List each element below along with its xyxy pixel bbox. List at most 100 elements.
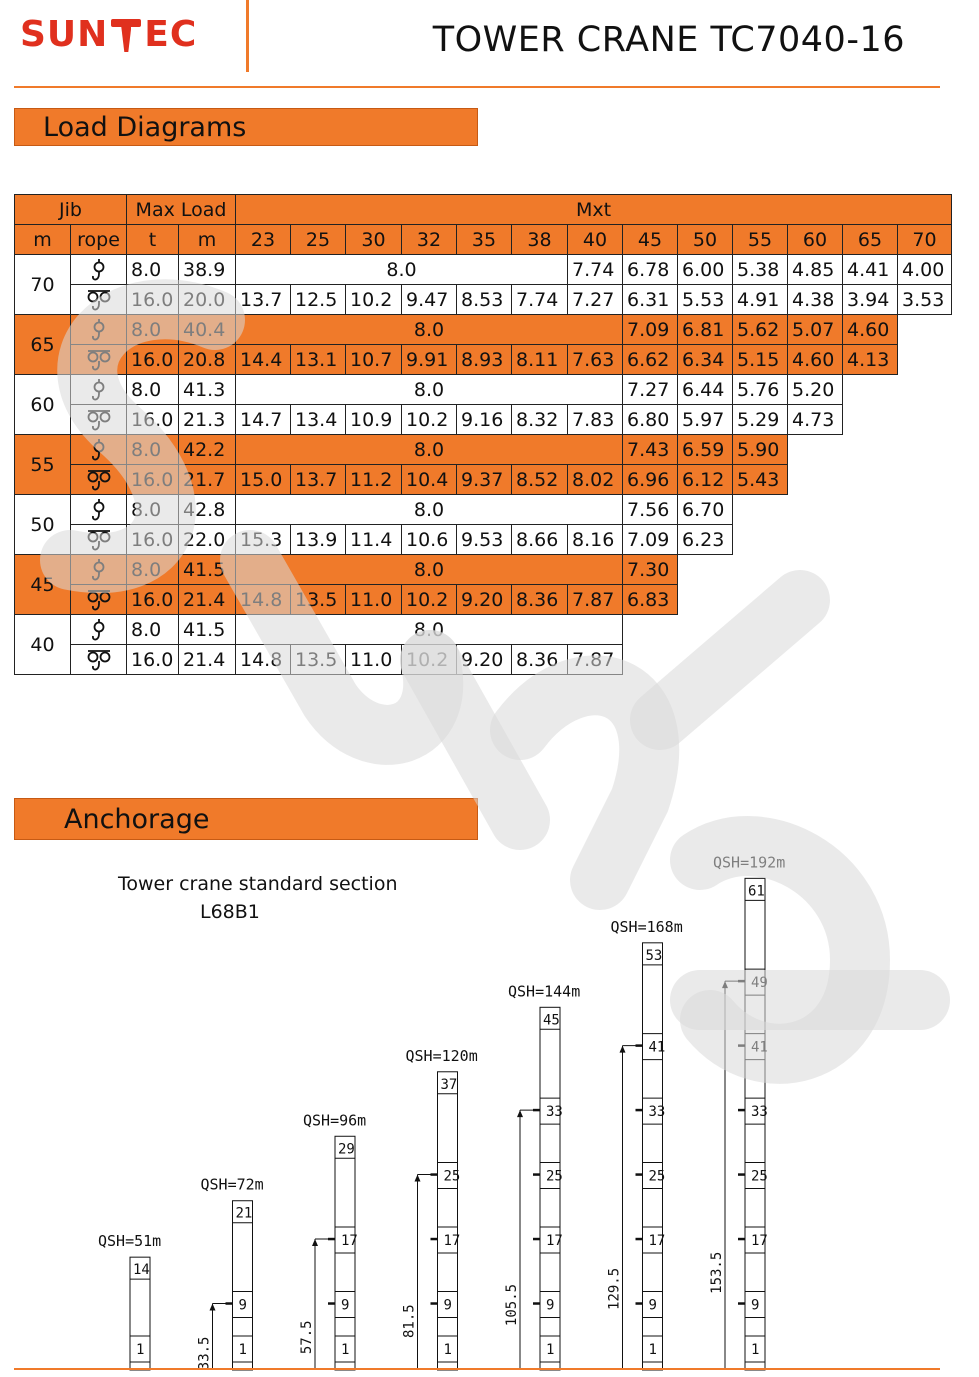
subheader-radius-value: 32 (401, 224, 457, 255)
max-load-m-cell: 21.7 (178, 464, 236, 495)
load-value-cell: 6.78 (622, 254, 678, 285)
jib-length-cell: 60 (14, 374, 71, 435)
max-load-m-cell: 41.5 (178, 554, 236, 585)
load-value-cell: 14.4 (235, 344, 291, 375)
load-value-cell: 5.76 (732, 374, 788, 405)
tower-height-label: QSH=51m (98, 1232, 161, 1250)
load-value-cell: 3.94 (842, 284, 898, 315)
load-value-cell: 6.00 (677, 254, 733, 285)
section-number: 25 (444, 1169, 461, 1185)
dimension-arrow (312, 1239, 318, 1247)
max-load-m-cell: 42.2 (178, 434, 236, 465)
load-value-cell: 4.13 (842, 344, 898, 375)
max-load-m-cell: 20.0 (178, 284, 236, 315)
rope-cell (70, 524, 127, 555)
tower-top-section-number: 53 (646, 948, 663, 964)
empty-cell (898, 345, 952, 375)
section-number: 9 (341, 1298, 349, 1314)
anchor-height-value: 57.5 (299, 1320, 315, 1354)
header-max-load: Max Load (126, 194, 236, 225)
anchorage-diagram: 14QSH=51m121QSH=72m1933.529QSH=96m191757… (98, 853, 785, 1371)
load-value-cell: 13.1 (290, 344, 346, 375)
load-value-cell: 5.90 (732, 434, 788, 465)
header-rule (14, 86, 940, 88)
load-value-cell: 14.8 (235, 644, 291, 675)
load-value-cell: 4.38 (787, 284, 843, 315)
dimension-arrow (722, 981, 728, 989)
max-load-t-cell: 16.0 (126, 464, 179, 495)
load-value-cell: 7.43 (622, 434, 678, 465)
tower-height-label: QSH=96m (303, 1111, 366, 1129)
section-heading-load-diagrams: Load Diagrams (14, 108, 478, 146)
logo-t-mark-icon (111, 16, 142, 52)
load-value-cell: 5.38 (732, 254, 788, 285)
standard-section-title: Tower crane standard section (118, 873, 398, 895)
load-value-cell: 6.70 (677, 494, 733, 525)
subheader-radius-value: 50 (677, 224, 733, 255)
constant-load-cell: 8.0 (235, 434, 623, 465)
section-number: 1 (341, 1342, 349, 1358)
load-value-cell: 8.36 (511, 644, 568, 675)
rope-cell (70, 644, 127, 675)
rope-cell (70, 404, 127, 435)
load-value-cell: 11.4 (345, 524, 402, 555)
tower-top-section-number: 14 (133, 1262, 150, 1278)
load-value-cell: 10.6 (401, 524, 457, 555)
load-value-cell: 6.80 (622, 404, 678, 435)
max-load-m-cell: 21.3 (178, 404, 236, 435)
load-value-cell: 11.0 (345, 644, 402, 675)
max-load-t-cell: 8.0 (126, 434, 179, 465)
max-load-m-cell: 41.3 (178, 374, 236, 405)
constant-load-cell: 8.0 (235, 254, 568, 285)
rope-cell (70, 314, 127, 345)
max-load-t-cell: 16.0 (126, 644, 179, 675)
load-value-cell: 5.20 (787, 374, 843, 405)
tower-top-section-number: 21 (236, 1206, 253, 1222)
section-number: 17 (341, 1233, 358, 1249)
load-value-cell: 10.7 (345, 344, 402, 375)
section-number: 9 (444, 1298, 452, 1314)
load-value-cell: 13.4 (290, 404, 346, 435)
tower-height-label: QSH=192m (713, 853, 785, 871)
load-value-cell: 7.27 (622, 374, 678, 405)
logo-text-left: SUN (20, 13, 109, 55)
load-value-cell: 4.41 (842, 254, 898, 285)
max-load-m-cell: 38.9 (178, 254, 236, 285)
empty-cell (678, 555, 952, 585)
section-number: 25 (649, 1169, 666, 1185)
load-value-cell: 13.7 (235, 284, 291, 315)
double-fall-hook-icon (87, 409, 110, 430)
section-number: 33 (546, 1104, 563, 1120)
tower-height-label: QSH=144m (508, 982, 580, 1000)
load-value-cell: 5.97 (677, 404, 733, 435)
tower-top-section-number: 29 (338, 1141, 355, 1157)
tower-height-label: QSH=168m (611, 918, 683, 936)
anchor-height-value: 129.5 (607, 1268, 623, 1310)
subheader-radius-value: 25 (290, 224, 346, 255)
load-value-cell: 6.62 (622, 344, 678, 375)
load-value-cell: 8.66 (511, 524, 568, 555)
section-number: 9 (649, 1298, 657, 1314)
load-value-cell: 9.91 (401, 344, 457, 375)
load-value-cell: 9.20 (456, 584, 512, 615)
rope-cell (70, 374, 127, 405)
subheader-radius-value: 35 (456, 224, 512, 255)
max-load-t-cell: 16.0 (126, 524, 179, 555)
load-value-cell: 5.15 (732, 344, 788, 375)
section-number: 33 (751, 1104, 768, 1120)
load-value-cell: 8.52 (511, 464, 568, 495)
double-fall-hook-icon (87, 649, 110, 670)
max-load-t-cell: 8.0 (126, 494, 179, 525)
dimension-arrow (619, 1045, 626, 1053)
load-value-cell: 13.7 (290, 464, 346, 495)
section-title-load-diagrams: Load Diagrams (43, 111, 247, 143)
